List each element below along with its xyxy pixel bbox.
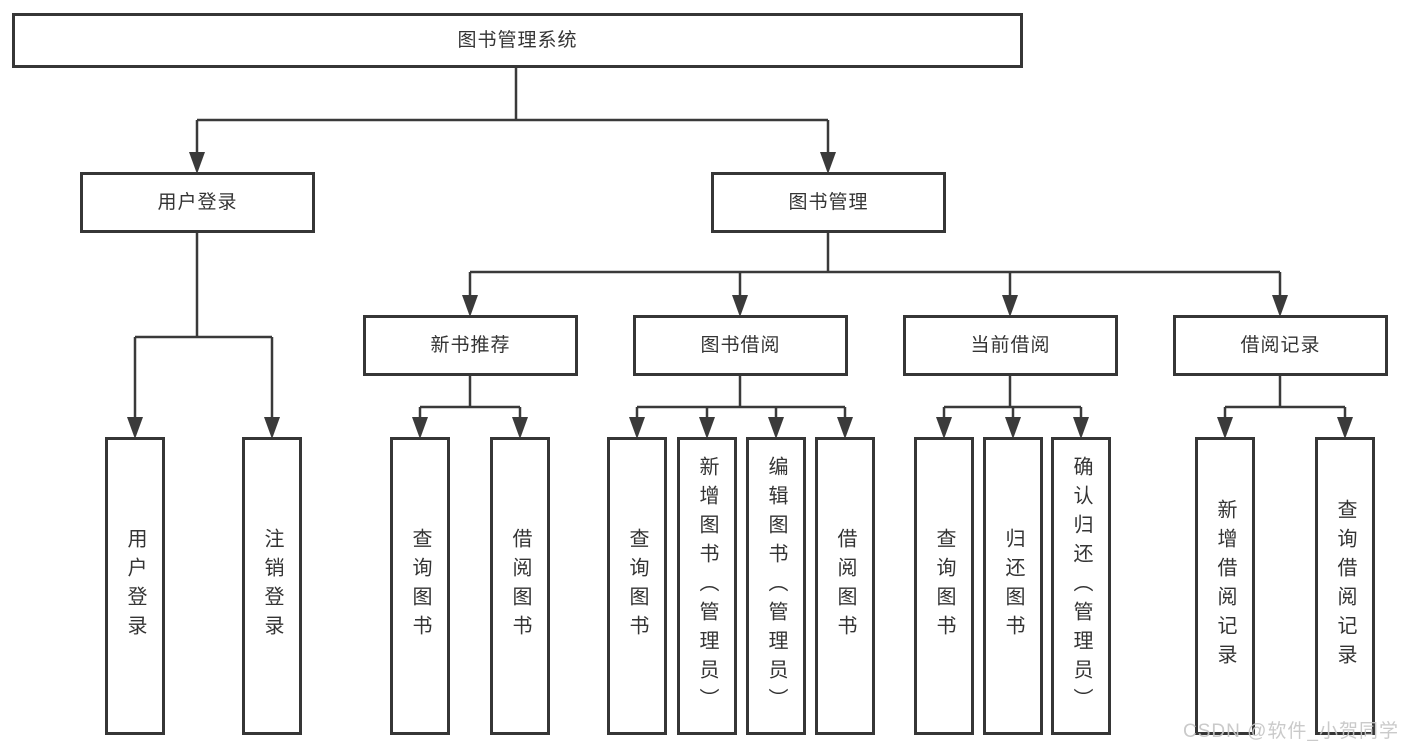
node-library-management-system: 图书管理系统 [12,13,1023,68]
connector-book-management-to-level3 [468,233,1282,311]
node-label: 查询借阅记录 [1334,499,1356,673]
leaf-newbook-query-books: 查询图书 [390,437,450,735]
csdn-watermark: CSDN @软件_小贺同学 [1183,721,1399,742]
node-label: 查询图书 [933,528,955,644]
connector-root-to-level2 [195,68,830,170]
node-label: 归还图书 [1002,528,1024,644]
node-label: 编辑图书（管理员） [765,455,787,717]
node-label: 新书推荐 [430,335,511,356]
node-book-borrow: 图书借阅 [633,315,848,376]
node-borrow-records: 借阅记录 [1173,315,1388,376]
node-user-login: 用户登录 [80,172,315,233]
leaf-current-confirm-return-admin: 确认归还（管理员） [1051,437,1111,735]
node-label: 图书管理 [788,192,869,213]
leaf-records-add-record: 新增借阅记录 [1195,437,1255,735]
node-book-management: 图书管理 [711,172,946,233]
leaf-borrow-add-books-admin: 新增图书（管理员） [677,437,737,735]
node-label: 查询图书 [626,528,648,644]
node-label: 新增借阅记录 [1214,499,1236,673]
node-new-book-recommend: 新书推荐 [363,315,578,376]
node-label: 新增图书（管理员） [696,455,718,717]
leaf-borrow-borrow-books: 借阅图书 [815,437,875,735]
node-current-borrow: 当前借阅 [903,315,1118,376]
node-label: 当前借阅 [970,335,1051,356]
node-label: 用户登录 [157,192,238,213]
node-label: 用户登录 [124,528,146,644]
leaf-user-login: 用户登录 [105,437,165,735]
node-label: 图书管理系统 [457,30,578,51]
leaf-current-query-books: 查询图书 [914,437,974,735]
connector-user-login-to-leaves [133,233,274,433]
node-label: 借阅图书 [834,528,856,644]
connector-book-borrow-to-leaves [635,376,847,433]
arrowheads [127,152,1353,439]
leaf-newbook-borrow-books: 借阅图书 [490,437,550,735]
leaf-borrow-edit-books-admin: 编辑图书（管理员） [746,437,806,735]
node-label: 借阅图书 [509,528,531,644]
connector-new-book-to-leaves [418,376,522,433]
node-label: 确认归还（管理员） [1070,455,1092,717]
node-label: 注销登录 [261,528,283,644]
leaf-records-query-record: 查询借阅记录 [1315,437,1375,735]
connector-borrow-records-to-leaves [1223,376,1347,433]
leaf-logout: 注销登录 [242,437,302,735]
leaf-current-return-books: 归还图书 [983,437,1043,735]
leaf-borrow-query-books: 查询图书 [607,437,667,735]
node-label: 图书借阅 [700,335,781,356]
node-label: 查询图书 [409,528,431,644]
node-label: 借阅记录 [1240,335,1321,356]
